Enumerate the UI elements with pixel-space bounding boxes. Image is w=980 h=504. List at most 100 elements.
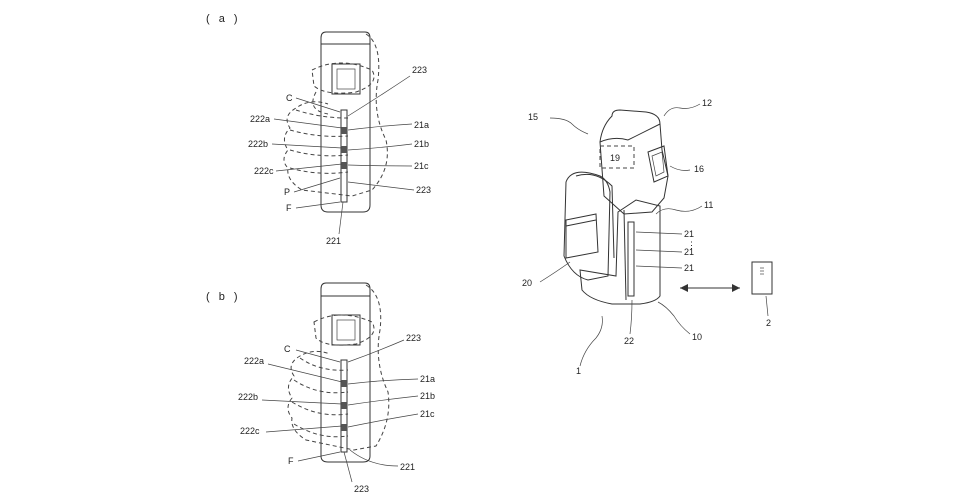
leader-21c-a xyxy=(347,164,413,167)
device-body xyxy=(599,109,669,215)
finger-b2 xyxy=(293,379,349,394)
leader-223-bottom-b xyxy=(343,451,353,483)
label-12: 12 xyxy=(702,98,712,108)
leader-2 xyxy=(765,295,769,317)
label-21c-a: 21c xyxy=(414,161,429,171)
leader-222c-a xyxy=(275,163,343,172)
label-21-2: 21 xyxy=(684,247,694,257)
finger-a2 xyxy=(289,129,349,137)
label-223-bottom-a: 223 xyxy=(416,185,431,195)
sensor-strip-a xyxy=(340,109,348,203)
leader-12 xyxy=(663,103,701,117)
leader-22 xyxy=(629,299,633,335)
leader-222a-b xyxy=(267,363,343,383)
label-222c-a: 222c xyxy=(254,166,274,176)
label-2: 2 xyxy=(766,318,771,328)
label-11: 11 xyxy=(704,200,713,210)
label-F-b: F xyxy=(288,456,294,466)
strap-inner-edge xyxy=(575,173,615,259)
leader-F-a xyxy=(295,201,341,209)
label-P-a: P xyxy=(284,187,290,197)
sensor-window-a xyxy=(331,63,361,95)
finger-b1 xyxy=(299,357,349,371)
leader-F-b xyxy=(297,451,341,462)
strap-band xyxy=(563,171,611,281)
sensor-21a-b xyxy=(341,380,347,387)
label-10: 10 xyxy=(692,332,702,342)
leader-21b-a xyxy=(347,143,413,151)
label-221-b: 221 xyxy=(400,462,415,472)
label-F-a: F xyxy=(286,203,292,213)
finger-b4 xyxy=(293,423,349,438)
leader-221-a xyxy=(338,201,344,235)
leader-222c-b xyxy=(265,425,343,433)
sensor-21b-a xyxy=(341,146,347,153)
thumb-button-16 xyxy=(647,145,669,183)
label-222a-a: 222a xyxy=(250,114,270,124)
arrow-head-right xyxy=(732,284,740,292)
leader-21b-b xyxy=(347,395,419,406)
label-22: 22 xyxy=(624,336,634,346)
label-21-3: 21 xyxy=(684,263,694,273)
tracking-window-19 xyxy=(599,145,635,169)
label-223-top-a: 223 xyxy=(412,65,427,75)
leader-P-a xyxy=(293,177,341,193)
label-21-1: 21 xyxy=(684,229,694,239)
sensor-21a-a xyxy=(341,127,347,134)
thumb-b xyxy=(313,314,375,346)
body-top-ridge xyxy=(599,123,661,143)
controller-body-b xyxy=(320,282,371,463)
leader-10 xyxy=(657,301,691,335)
label-222b-b: 222b xyxy=(238,392,258,402)
label-21a-a: 21a xyxy=(414,120,429,130)
finger-b3 xyxy=(291,401,349,416)
leader-21-2 xyxy=(635,249,683,253)
finger-a1 xyxy=(295,109,349,119)
leader-222b-a xyxy=(271,143,343,149)
grip-front-edge xyxy=(623,209,627,301)
label-222a-b: 222a xyxy=(244,356,264,366)
label-16: 16 xyxy=(694,164,704,174)
hand-outline-b xyxy=(287,284,390,451)
label-21c-b: 21c xyxy=(420,409,435,419)
sensor-21b-b xyxy=(341,402,347,409)
figure-a: ( a ) 223 C 222a xyxy=(206,13,431,246)
sensor-window-inner-b xyxy=(336,319,356,341)
leader-223-bottom-a xyxy=(347,181,415,191)
label-1: 1 xyxy=(576,366,581,376)
label-C-b: C xyxy=(284,344,291,354)
sensor-21c-a xyxy=(341,162,347,169)
figure-b: ( b ) 223 C 222a 21a 222b 2 xyxy=(206,282,435,494)
arrow-head-left xyxy=(680,284,688,292)
thumb-button-inner xyxy=(651,151,665,177)
leader-20 xyxy=(539,261,571,283)
leader-11 xyxy=(655,205,703,215)
thumb-base-a xyxy=(312,91,329,115)
device-figure: 12 15 19 16 11 21 ⋮ 21 21 20 22 10 1 2 xyxy=(522,98,773,376)
label-222b-a: 222b xyxy=(248,139,268,149)
leader-16 xyxy=(669,165,691,171)
sensor-strip-22 xyxy=(627,221,635,297)
leader-21a-a xyxy=(347,123,413,131)
external-device-2 xyxy=(751,261,773,295)
label-223-bottom-b: 223 xyxy=(354,484,369,494)
leader-223-top-b xyxy=(347,339,405,363)
label-15: 15 xyxy=(528,112,538,122)
label-21-dots: ⋮ xyxy=(687,240,696,250)
thumb-a xyxy=(311,62,375,94)
leader-21c-b xyxy=(347,413,419,428)
figure-b-title: ( b ) xyxy=(206,291,241,303)
label-21b-b: 21b xyxy=(420,391,435,401)
leader-222b-b xyxy=(261,399,343,405)
strap-buckle xyxy=(565,213,599,259)
hand-outline-a xyxy=(283,33,388,197)
finger-a4 xyxy=(289,167,349,174)
leader-C-b xyxy=(295,349,341,363)
leader-C-a xyxy=(295,97,341,113)
leader-21-3 xyxy=(635,265,683,269)
sensor-window-inner-a xyxy=(336,68,356,90)
label-221-a: 221 xyxy=(326,236,341,246)
leader-222a-a xyxy=(273,118,343,129)
leader-221-b xyxy=(349,449,399,467)
